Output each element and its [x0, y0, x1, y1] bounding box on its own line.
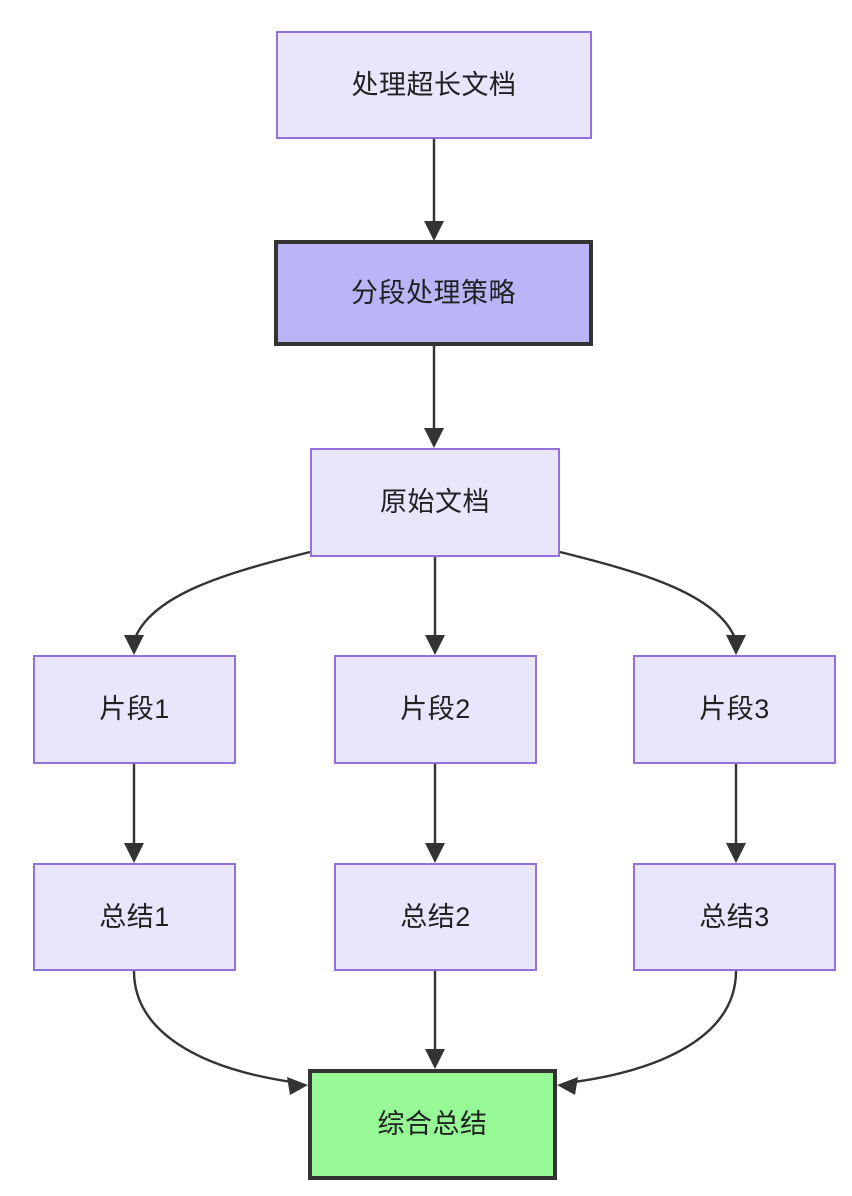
node-label: 总结1: [99, 901, 170, 932]
edge-source-to-chunk2: [425, 557, 445, 655]
node-label: 片段2: [400, 694, 471, 725]
edge-strategy-to-source: [424, 346, 444, 448]
edge-summary3-to-final: [557, 970, 738, 1095]
edge-summary2-to-final: [425, 971, 445, 1069]
edge-source-to-chunk1: [124, 550, 311, 655]
edge-summary1-to-final: [132, 970, 308, 1095]
node-source-document[interactable]: 原始文档: [310, 448, 560, 557]
node-label: 总结2: [400, 901, 471, 932]
node-label: 分段处理策略: [351, 277, 516, 308]
edge-doc-to-strategy: [424, 139, 444, 241]
node-chunk-1[interactable]: 片段1: [33, 655, 236, 764]
node-process-long-document[interactable]: 处理超长文档: [276, 31, 592, 139]
node-summary-2[interactable]: 总结2: [334, 863, 537, 971]
edge-source-to-chunk3: [559, 550, 746, 655]
edge-chunk1-to-summary1: [124, 764, 144, 863]
node-label: 片段1: [99, 694, 170, 725]
node-label: 原始文档: [380, 487, 490, 518]
node-chunk-3[interactable]: 片段3: [633, 655, 836, 764]
node-label: 综合总结: [377, 1109, 488, 1140]
edge-chunk3-to-summary3: [726, 764, 746, 863]
node-chunk-2[interactable]: 片段2: [334, 655, 537, 764]
node-final-summary[interactable]: 综合总结: [308, 1069, 557, 1180]
node-label: 处理超长文档: [351, 69, 517, 100]
node-summary-3[interactable]: 总结3: [633, 863, 836, 971]
node-summary-1[interactable]: 总结1: [33, 863, 236, 971]
node-label: 片段3: [699, 694, 770, 725]
node-chunking-strategy[interactable]: 分段处理策略: [274, 240, 593, 346]
edge-chunk2-to-summary2: [425, 764, 445, 863]
node-label: 总结3: [699, 901, 770, 932]
